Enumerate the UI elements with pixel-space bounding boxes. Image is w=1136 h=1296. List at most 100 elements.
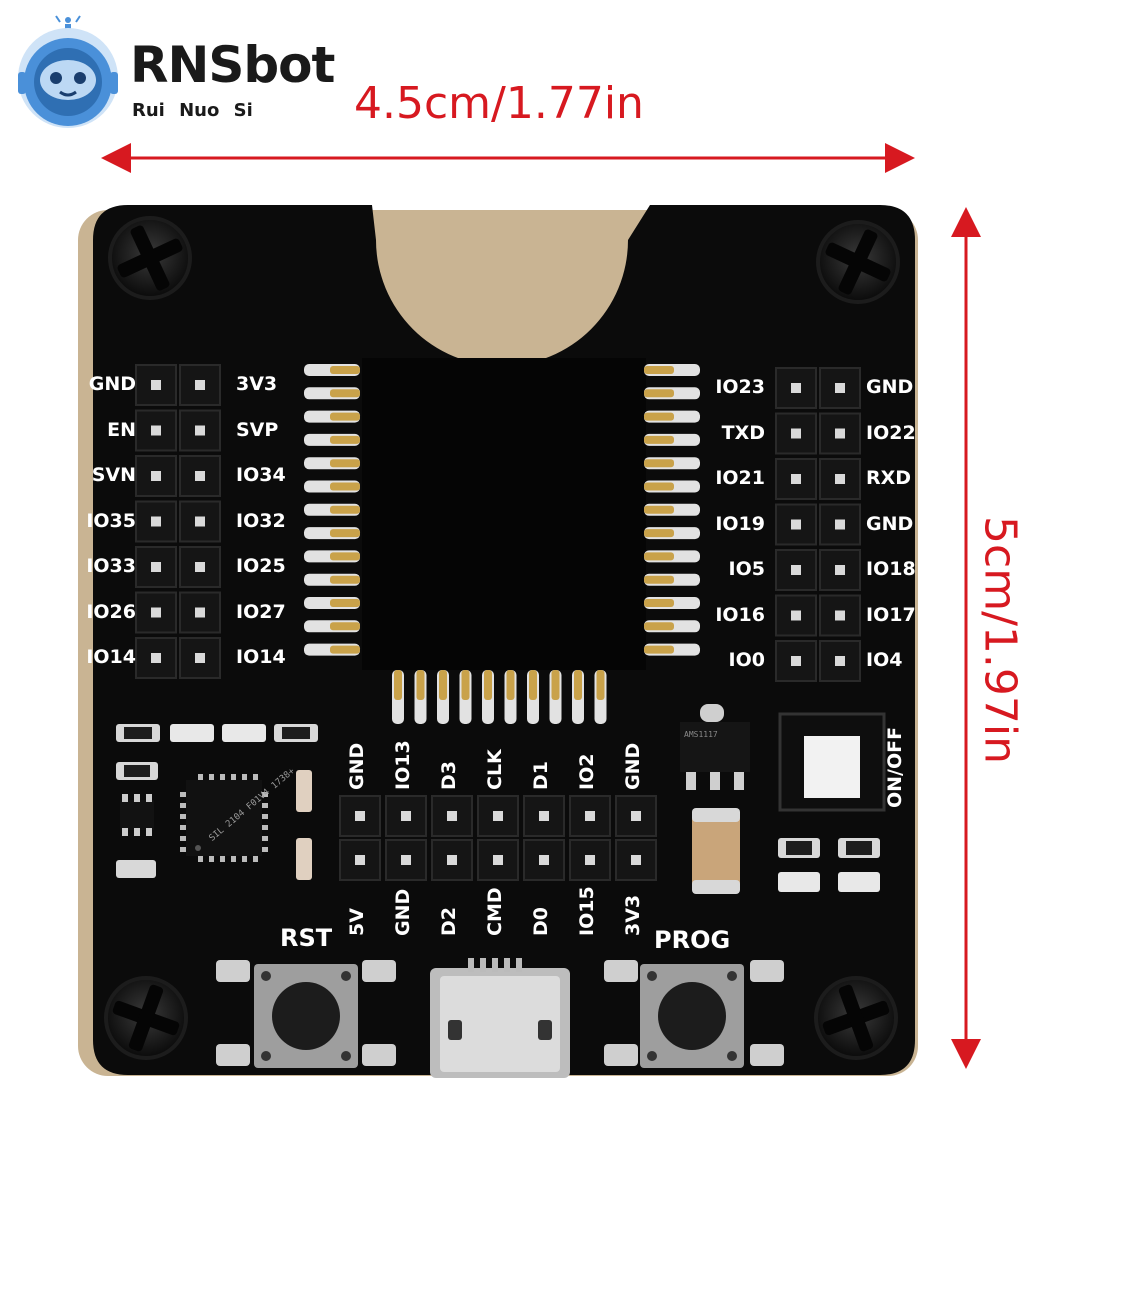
chip-pad — [253, 856, 258, 862]
right-header-pin-inner — [775, 412, 817, 455]
brand-subtitle: Rui Nuo Si — [132, 100, 253, 121]
bottom-header-pin-top — [385, 795, 427, 837]
left-pogo-pins — [304, 364, 360, 656]
chip-pad — [180, 836, 186, 841]
bottom-header-bottom-label: 3V3 — [622, 894, 644, 936]
brand-logo — [16, 12, 376, 132]
pogo-pin-tip — [644, 552, 674, 561]
bottom-header-top-label: IO13 — [392, 740, 414, 790]
pogo-pin-tip — [416, 670, 425, 700]
left-header-pin-inner — [179, 364, 221, 406]
right-header-pin-inner — [775, 458, 817, 500]
chip-pad — [220, 774, 225, 780]
left-header-pin-inner — [179, 591, 221, 634]
pogo-pin-tip — [330, 482, 360, 491]
right-header-outer-label: IO18 — [866, 558, 916, 580]
pogo-pin-tip — [644, 575, 674, 584]
right-header-inner-label: IO21 — [715, 467, 765, 489]
right-header-pin-inner — [775, 594, 817, 637]
left-header-inner-label: 3V3 — [236, 373, 278, 395]
bottom-header-bottom-label: GND — [392, 888, 414, 936]
micro-usb-port — [430, 958, 570, 1078]
pogo-pin-tip — [596, 670, 605, 700]
prog-button-body — [604, 960, 784, 1068]
pogo-pin-tip — [644, 389, 674, 398]
chip-pad — [242, 774, 247, 780]
right-header-pin-outer — [819, 640, 861, 682]
pogo-pin-tip — [394, 670, 402, 700]
usb-uart-chip — [180, 774, 268, 862]
screw-top-left — [108, 216, 192, 300]
chip-pad — [262, 836, 268, 841]
smd-components — [116, 724, 880, 892]
right-header-inner-label: IO23 — [715, 376, 765, 398]
robot-mascot-icon — [18, 15, 118, 128]
right-header-pin-outer — [819, 549, 861, 591]
left-header-inner-label: IO34 — [236, 464, 286, 486]
left-header-pin-outer — [135, 637, 177, 679]
bottom-header-top-label: GND — [346, 742, 368, 790]
left-header-outer-label: IO14 — [86, 646, 136, 668]
right-header-pin-inner — [775, 549, 817, 591]
left-header-pin-inner — [179, 409, 221, 452]
left-header-inner-label: IO27 — [236, 600, 286, 623]
bottom-header-bottom-label: 5V — [346, 908, 368, 936]
left-header-inner-label: IO32 — [236, 509, 286, 532]
left-header-pin-inner — [179, 546, 221, 588]
chip-pad — [209, 856, 214, 862]
pogo-pin-tip — [506, 670, 515, 700]
right-header-inner-label: IO0 — [728, 649, 765, 671]
pogo-pin-tip — [330, 366, 360, 374]
bottom-header-top-label: CLK — [484, 749, 506, 790]
left-header-pin-outer — [135, 364, 177, 406]
pogo-pin-tip — [644, 505, 674, 514]
bottom-header-bottom-label: IO15 — [576, 886, 598, 936]
chip-pad — [198, 774, 203, 780]
left-header-outer-label: GND — [88, 373, 136, 395]
right-header-pin-outer — [819, 458, 861, 500]
bottom-header-pin-top — [477, 795, 519, 837]
right-header-pin-outer — [819, 594, 861, 637]
left-header-pin-outer — [135, 546, 177, 588]
pogo-pin-tip — [330, 389, 360, 398]
power-switch — [778, 712, 886, 812]
pogo-pin-tip — [461, 670, 470, 700]
pogo-pin-tip — [644, 482, 674, 491]
chip-pad — [262, 814, 268, 819]
rst-button-label: RST — [280, 924, 333, 952]
bottom-header-top-label: IO2 — [576, 753, 598, 790]
pogo-pin-tip — [330, 505, 360, 514]
chip-pad — [180, 825, 186, 830]
right-header-pin-outer — [819, 367, 861, 409]
right-header-pin-inner — [775, 503, 817, 546]
right-header-outer-label: IO4 — [866, 649, 903, 671]
pogo-pin-tip — [644, 435, 674, 444]
pogo-pin-tip — [330, 645, 360, 654]
right-header-pin-outer — [819, 412, 861, 455]
right-header-outer-label: GND — [866, 512, 914, 535]
bottom-pin-header — [339, 795, 657, 881]
pogo-pin-tip — [644, 622, 674, 631]
left-header-outer-label: IO33 — [86, 555, 136, 577]
chip-pad — [253, 774, 258, 780]
bottom-header-pin-bottom — [477, 839, 519, 881]
right-pin-header — [775, 367, 861, 682]
chip-pad — [180, 792, 186, 797]
right-header-inner-label: TXD — [721, 421, 765, 444]
left-header-pin-inner — [179, 455, 221, 497]
bottom-pogo-pins — [392, 670, 607, 724]
bottom-header-pin-top — [339, 795, 381, 837]
left-header-pin-outer — [135, 409, 177, 452]
pogo-pin-tip — [330, 599, 360, 607]
pogo-pin-tip — [644, 459, 674, 468]
left-header-inner-label: IO14 — [236, 646, 286, 668]
bottom-header-pin-bottom — [431, 839, 473, 881]
sot-transistor — [120, 794, 154, 836]
pogo-pin-tip — [330, 552, 360, 561]
chip-pad — [180, 847, 186, 852]
bottom-header-pin-bottom — [523, 839, 565, 881]
pogo-pin-tip — [551, 670, 560, 700]
chip-pad — [231, 856, 236, 862]
pogo-pin-tip — [644, 529, 674, 538]
